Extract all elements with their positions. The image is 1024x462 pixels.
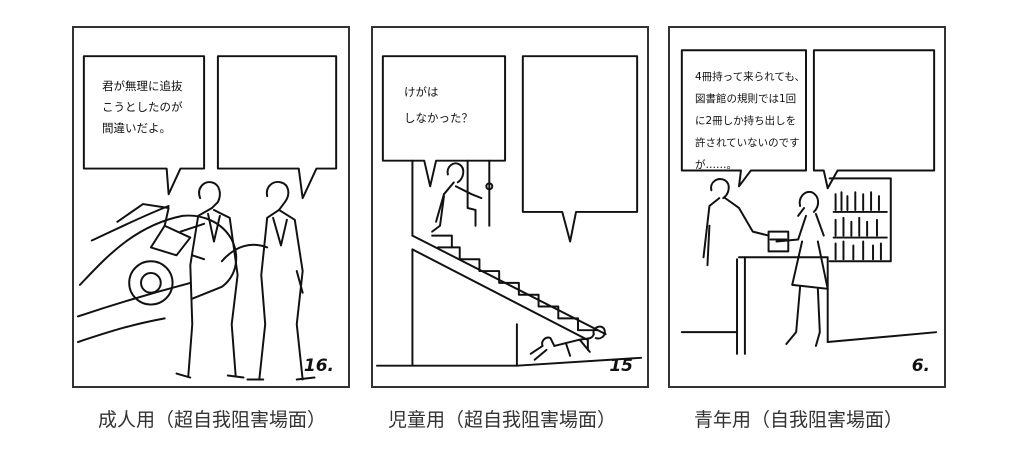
speech-bubble-text: 君が無理に追抜 こうとしたのが 間違いだよ。 [102, 79, 183, 135]
caption-youth: 青年用（自我阻害場面） [694, 409, 904, 431]
illustration-stairs-fall [375, 55, 643, 367]
speech-bubble-text: 4冊持って来られても、 図書館の規則では1回 に2冊しか持ち出しを 許されていな… [695, 71, 805, 171]
comic-panel-youth: 4冊持って来られても、 図書館の規則では1回 に2冊しか持ち出しを 許されていな… [668, 26, 946, 388]
panel-number: 15 [609, 356, 633, 376]
comic-panel-adult: 君が無理に追抜 こうとしたのが 間違いだよ。 16. [72, 26, 350, 388]
illustration-car-accident [76, 55, 338, 381]
speech-bubble-text: けがは しなかった？ [404, 85, 473, 125]
panel-number: 6. [911, 356, 930, 376]
caption-child: 児童用（超自我阻害場面） [388, 409, 617, 431]
illustration-library-counter [680, 49, 938, 355]
panel-number: 16. [303, 356, 334, 376]
comic-panel-child: けがは しなかった？ 15 [371, 26, 649, 388]
caption-adult: 成人用（超自我阻害場面） [98, 409, 327, 431]
